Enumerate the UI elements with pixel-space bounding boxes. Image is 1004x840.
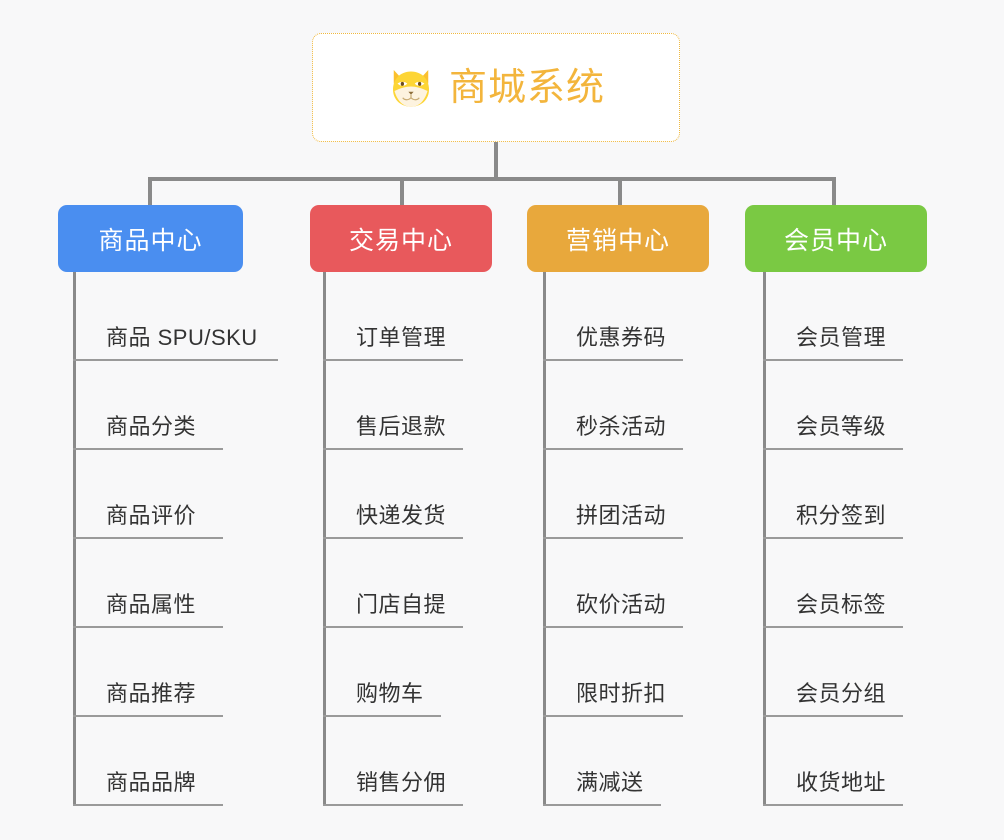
leaf-label: 商品评价 xyxy=(106,503,197,528)
leaf-underline xyxy=(73,537,223,539)
leaf-underline xyxy=(763,537,903,539)
leaf-underline xyxy=(323,359,463,361)
root-node[interactable]: 商城系统 xyxy=(312,33,680,142)
leaf-node[interactable]: 商品品牌 xyxy=(73,717,233,806)
leaf-label: 秒杀活动 xyxy=(576,414,667,439)
leaf-node[interactable]: 会员等级 xyxy=(763,361,913,450)
leaf-underline xyxy=(763,359,903,361)
leaf-underline xyxy=(323,715,441,717)
leaf-underline xyxy=(323,448,463,450)
leaf-label: 商品品牌 xyxy=(106,770,197,795)
branch-stem xyxy=(323,272,326,806)
category-label: 会员中心 xyxy=(783,226,888,255)
leaf-node[interactable]: 商品属性 xyxy=(73,539,233,628)
leaf-underline xyxy=(323,804,463,806)
leaf-node[interactable]: 会员标签 xyxy=(763,539,913,628)
leaf-underline xyxy=(763,715,903,717)
category-node-1[interactable]: 商品中心 xyxy=(58,205,243,272)
leaf-label: 订单管理 xyxy=(356,325,447,350)
leaf-label: 快递发货 xyxy=(356,503,447,528)
leaf-label: 积分签到 xyxy=(796,503,887,528)
leaf-node[interactable]: 收货地址 xyxy=(763,717,913,806)
leaf-label: 门店自提 xyxy=(356,592,447,617)
leaf-underline xyxy=(543,626,683,628)
leaf-label: 售后退款 xyxy=(356,414,447,439)
root-title: 商城系统 xyxy=(448,66,605,109)
leaf-label: 限时折扣 xyxy=(576,681,667,706)
leaf-underline xyxy=(323,537,463,539)
category-label: 营销中心 xyxy=(565,226,670,255)
leaf-underline xyxy=(543,715,683,717)
leaf-node[interactable]: 商品分类 xyxy=(73,361,233,450)
connector-root-stem xyxy=(494,142,498,180)
leaf-label: 会员标签 xyxy=(796,592,887,617)
leaf-label: 拼团活动 xyxy=(576,503,667,528)
leaf-label: 会员分组 xyxy=(796,681,887,706)
leaf-underline xyxy=(763,448,903,450)
branch-stem xyxy=(73,272,76,806)
category-label: 交易中心 xyxy=(348,226,453,255)
leaf-underline xyxy=(763,626,903,628)
leaf-node[interactable]: 商品 SPU/SKU xyxy=(73,272,288,361)
category-node-3[interactable]: 营销中心 xyxy=(527,205,709,272)
leaf-underline xyxy=(323,626,463,628)
leaf-node[interactable]: 积分签到 xyxy=(763,450,913,539)
leaf-label: 优惠券码 xyxy=(576,325,667,350)
leaf-underline xyxy=(543,537,683,539)
branch-stem xyxy=(763,272,766,806)
leaf-node[interactable]: 售后退款 xyxy=(323,361,473,450)
leaf-underline xyxy=(543,448,683,450)
leaf-node[interactable]: 商品评价 xyxy=(73,450,233,539)
leaf-node[interactable]: 优惠券码 xyxy=(543,272,693,361)
leaf-underline xyxy=(543,359,683,361)
leaf-node[interactable]: 砍价活动 xyxy=(543,539,693,628)
category-node-2[interactable]: 交易中心 xyxy=(310,205,492,272)
leaf-underline xyxy=(73,804,223,806)
leaf-label: 会员等级 xyxy=(796,414,887,439)
branch-stem xyxy=(543,272,546,806)
leaf-underline xyxy=(73,448,223,450)
category-label: 商品中心 xyxy=(98,226,203,255)
category-node-4[interactable]: 会员中心 xyxy=(745,205,927,272)
connector-drop-2 xyxy=(400,177,404,205)
leaf-label: 购物车 xyxy=(356,681,424,706)
leaf-node[interactable]: 拼团活动 xyxy=(543,450,693,539)
connector-drop-3 xyxy=(618,177,622,205)
connector-horizontal-bus xyxy=(148,177,836,181)
leaf-node[interactable]: 订单管理 xyxy=(323,272,473,361)
leaf-node[interactable]: 秒杀活动 xyxy=(543,361,693,450)
leaf-label: 商品 SPU/SKU xyxy=(106,325,258,350)
dog-face-icon xyxy=(392,69,429,107)
leaf-node[interactable]: 快递发货 xyxy=(323,450,473,539)
leaf-node[interactable]: 限时折扣 xyxy=(543,628,693,717)
leaf-underline xyxy=(73,359,278,361)
leaf-underline xyxy=(543,804,661,806)
leaf-node[interactable]: 销售分佣 xyxy=(323,717,473,806)
leaf-underline xyxy=(763,804,903,806)
leaf-label: 收货地址 xyxy=(796,770,887,795)
leaf-node[interactable]: 会员分组 xyxy=(763,628,913,717)
leaf-label: 商品属性 xyxy=(106,592,197,617)
leaf-underline xyxy=(73,715,223,717)
leaf-label: 砍价活动 xyxy=(576,592,667,617)
leaf-underline xyxy=(73,626,223,628)
connector-drop-4 xyxy=(832,177,836,205)
connector-drop-1 xyxy=(148,177,152,205)
leaf-node[interactable]: 购物车 xyxy=(323,628,451,717)
leaf-node[interactable]: 满减送 xyxy=(543,717,671,806)
leaf-node[interactable]: 会员管理 xyxy=(763,272,913,361)
leaf-label: 销售分佣 xyxy=(356,770,447,795)
leaf-label: 商品推荐 xyxy=(106,681,197,706)
leaf-node[interactable]: 门店自提 xyxy=(323,539,473,628)
leaf-label: 会员管理 xyxy=(796,325,887,350)
leaf-node[interactable]: 商品推荐 xyxy=(73,628,233,717)
leaf-label: 商品分类 xyxy=(106,414,197,439)
leaf-label: 满减送 xyxy=(576,770,644,795)
